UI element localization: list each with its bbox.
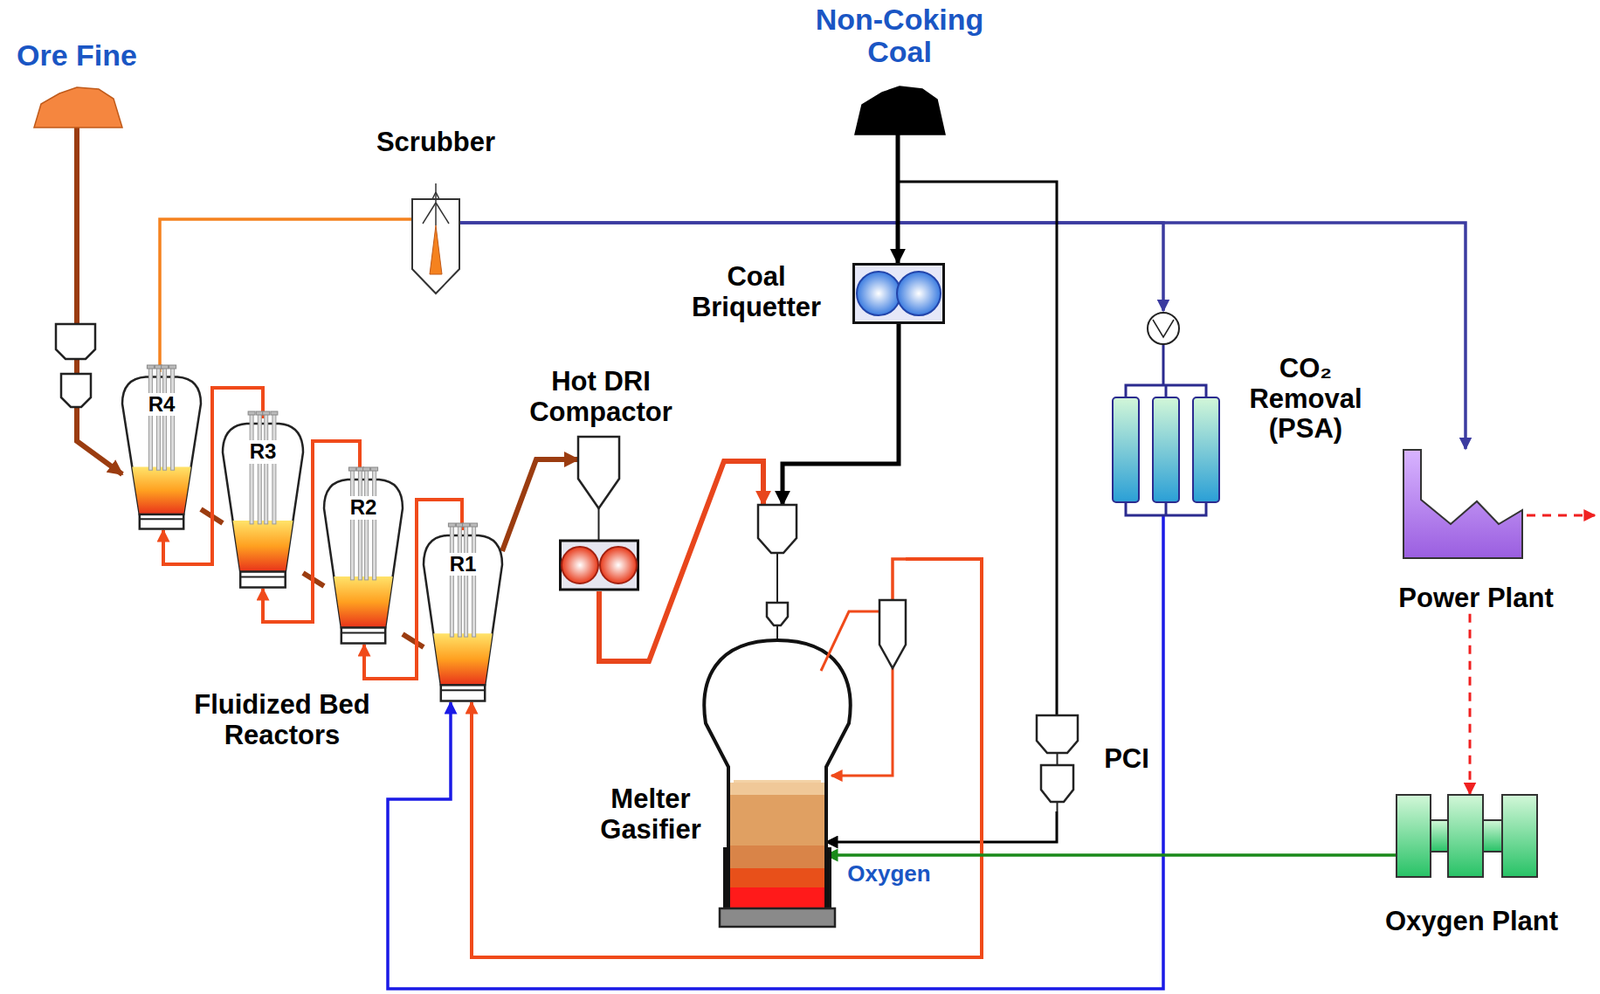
node-label: Oxygen Plant (1385, 906, 1559, 938)
label-slot: R1 (435, 552, 491, 577)
fluidized-bed-reactor: R1 (423, 530, 503, 703)
coal-briquetter-shape (852, 262, 945, 325)
pci-hopper: PCI (1035, 714, 1162, 812)
hot-dri-compactor: Hot DRI Compactor (496, 366, 706, 592)
node-label: CO₂ Removal (PSA) (1227, 353, 1385, 445)
label-slot: R2 (336, 496, 392, 520)
coal-pile: Non-Coking Coal (790, 3, 1009, 135)
reactor-label: R2 (348, 496, 380, 520)
ore-pile: Ore Fine (0, 38, 173, 128)
node-label: Hot DRI Compactor (496, 366, 706, 428)
co2-removal-psa: CO₂ Removal (PSA) (1109, 310, 1385, 516)
node-label: Power Plant (1398, 583, 1553, 614)
flow-line (826, 811, 1057, 842)
melter-gasifier: Melter Gasifier (585, 504, 906, 929)
node-label: PCI (1103, 744, 1150, 775)
reactor-label: R3 (248, 440, 279, 464)
fluidized-bed-reactor: R4 (122, 372, 201, 531)
label-slot: Fluidized Bed Reactors (164, 689, 400, 751)
flow-line (502, 459, 579, 552)
charging-hopper (61, 373, 91, 407)
flow-line (402, 634, 424, 648)
power-export-arrow (1526, 514, 1595, 518)
ore-pile-shape (33, 86, 124, 128)
flow-line (387, 515, 1164, 989)
flow-line (599, 461, 764, 662)
flow-line (782, 324, 899, 505)
label-slot: Non-Coking Coal (790, 3, 1009, 68)
coal-briquetter: Coal Briquetter (673, 262, 945, 325)
oxygen-plant: Oxygen Plant (1349, 793, 1594, 938)
flow-line (1468, 613, 1472, 794)
label-slot: R3 (234, 440, 291, 464)
pci-hopper-shape (1035, 714, 1079, 812)
scrubber-shape (412, 199, 460, 294)
melter-gasifier-shape (698, 504, 906, 929)
edge-label: Oxygen (845, 861, 932, 887)
node-label: Coal Briquetter (673, 262, 840, 323)
flow-line (471, 558, 982, 958)
charging-hopper (55, 324, 96, 359)
hot-dri-compactor-shape (558, 436, 640, 592)
flow-line (159, 219, 413, 373)
section-label: Fluidized Bed Reactors (164, 689, 400, 751)
flow-line (76, 127, 123, 475)
label-slot: Scrubber (348, 127, 524, 159)
reactor-label: R4 (146, 393, 178, 417)
label-slot: Power Plant (1353, 583, 1599, 614)
node-label: Scrubber (376, 127, 496, 159)
label-slot: Melter Gasifier (585, 784, 717, 845)
co2-removal-psa-shape (1109, 310, 1220, 516)
label-slot: Coal Briquetter (673, 262, 840, 323)
coal-pile-shape (854, 85, 946, 135)
scrubber: Scrubber (348, 127, 524, 294)
label-slot: R4 (134, 393, 190, 417)
node-label: Ore Fine (16, 38, 138, 72)
power-plant: Power Plant (1353, 448, 1599, 614)
flow-line (826, 853, 1396, 857)
flow-line (459, 222, 1466, 449)
label-slot: PCI (1091, 744, 1162, 775)
label-slot: Oxygen Plant (1349, 906, 1594, 938)
node-label: Non-Coking Coal (790, 3, 1009, 68)
power-plant-shape (1402, 448, 1524, 559)
oxygen-plant-shape (1395, 793, 1538, 878)
label-slot: Ore Fine (0, 38, 173, 72)
label-slot: CO₂ Removal (PSA) (1227, 353, 1385, 445)
flow-line (897, 134, 1057, 715)
fluidized-bed-reactor: R2 (324, 474, 403, 645)
fluidized-bed-reactor: R3 (222, 418, 304, 589)
node-label: Melter Gasifier (585, 784, 717, 845)
label-slot: Oxygen (819, 861, 959, 887)
label-slot: Hot DRI Compactor (496, 366, 706, 428)
reactor-label: R1 (448, 552, 479, 577)
